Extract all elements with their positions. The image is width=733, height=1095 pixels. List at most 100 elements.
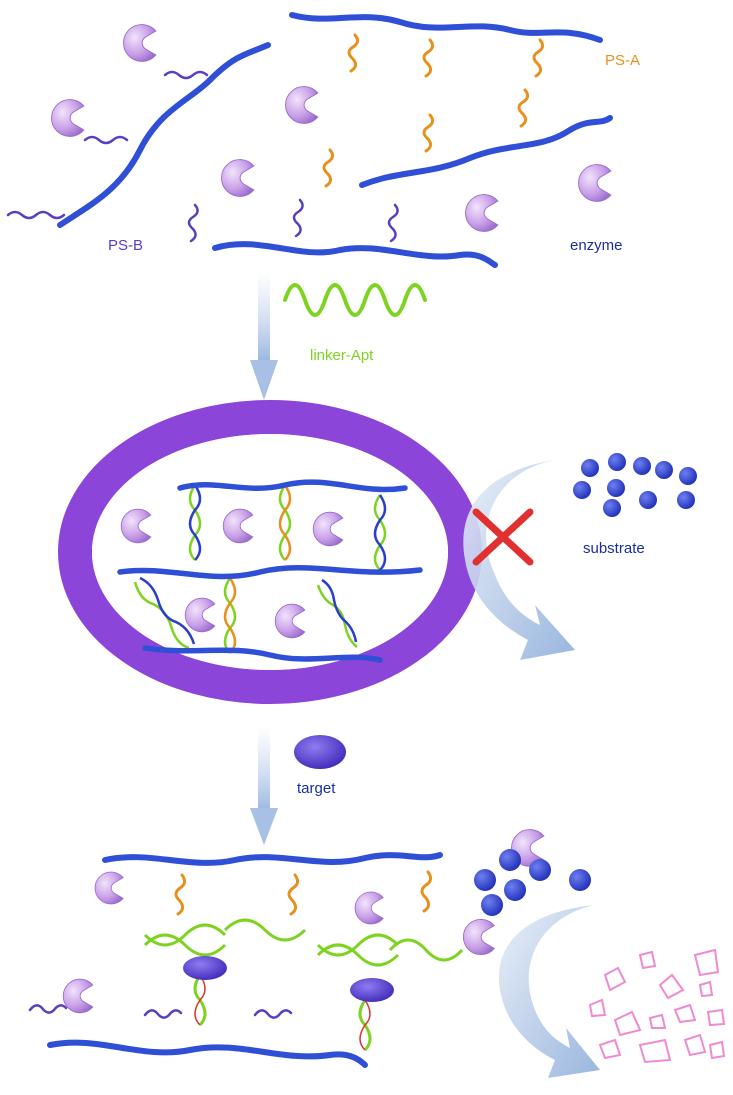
- crosslink-helices: [133, 484, 387, 654]
- polymer-chains: [57, 12, 613, 268]
- product-fragment: [613, 1010, 642, 1037]
- ps-b-strand: [6, 210, 66, 220]
- ps-b-strand: [163, 70, 209, 80]
- product-fragment: [693, 948, 720, 977]
- polymer-chains-middle: [117, 479, 423, 663]
- target-icon: [294, 735, 346, 769]
- linker-apt-icon: [283, 283, 427, 317]
- polymer-chain: [359, 115, 613, 188]
- ps-b-strands-bottom: [28, 1004, 293, 1019]
- polymer-chain: [47, 1039, 368, 1068]
- released-substrate-dots: [474, 849, 591, 916]
- ps-b-label: PS-B: [108, 237, 143, 254]
- substrate-dot: [608, 453, 626, 471]
- ps-b-strand: [83, 135, 129, 145]
- product-fragment: [673, 1003, 697, 1024]
- ps-b-strand: [187, 203, 199, 243]
- enzyme-icon: [123, 24, 157, 62]
- target-label: target: [297, 780, 336, 797]
- substrate-dot: [603, 499, 621, 517]
- ps-a-strand: [174, 873, 187, 916]
- product-fragment: [648, 1013, 667, 1029]
- dna-helix: [133, 576, 196, 650]
- aptamer-target-complex: [143, 918, 307, 1027]
- catalysis-arrow: [498, 905, 600, 1078]
- middle-panel: substrate: [58, 400, 697, 704]
- polymer-chains-bottom: [47, 852, 443, 1068]
- blocked-substrate-arrow: [463, 460, 575, 660]
- enzyme-label: enzyme: [570, 237, 623, 254]
- ps-a-strand: [420, 870, 433, 913]
- enzymes: [51, 24, 612, 232]
- polymer-chain: [177, 479, 408, 493]
- substrate-label: substrate: [583, 540, 645, 557]
- ps-a-strand: [532, 38, 545, 78]
- enzyme-icon: [578, 164, 612, 202]
- substrate-dot: [529, 859, 551, 881]
- polymer-chain: [102, 852, 443, 866]
- product-fragment: [683, 1033, 707, 1057]
- substrate-dot: [504, 879, 526, 901]
- ps-a-strand: [422, 38, 435, 78]
- dna-helix: [316, 578, 358, 648]
- substrate-dot: [481, 894, 503, 916]
- enzyme-icon: [94, 871, 124, 905]
- substrate-dot: [474, 869, 496, 891]
- enzyme-icon: [465, 194, 499, 232]
- enzyme-icon: [221, 159, 255, 197]
- product-fragment: [706, 1008, 726, 1027]
- substrate-dot: [607, 479, 625, 497]
- dna-helix: [223, 577, 237, 654]
- product-fragment: [638, 1038, 672, 1064]
- substrate-dot: [633, 457, 651, 475]
- substrate-dot: [499, 849, 521, 871]
- substrate-dots: [573, 453, 697, 517]
- top-panel: PS-A PS-B enzyme: [6, 12, 640, 268]
- product-fragment: [708, 1040, 726, 1060]
- product-fragment: [658, 973, 685, 1000]
- substrate-dot: [573, 481, 591, 499]
- enzyme-icon: [51, 99, 85, 137]
- process-arrow-1: [250, 270, 278, 400]
- ps-a-strand: [287, 873, 300, 916]
- substrate-dot: [679, 467, 697, 485]
- product-fragment: [603, 966, 627, 992]
- ps-a-label: PS-A: [605, 52, 640, 69]
- enzyme-icon: [285, 86, 319, 124]
- ps-a-strands-bottom: [174, 870, 433, 916]
- ps-a-strand: [322, 148, 335, 188]
- process-arrow-2: [250, 725, 278, 845]
- ps-b-strand: [143, 1009, 183, 1019]
- polymer-chain: [117, 565, 423, 580]
- enzyme-icon: [462, 918, 495, 956]
- ps-b-strand: [253, 1009, 293, 1019]
- substrate-dot: [581, 459, 599, 477]
- product-fragment: [698, 980, 714, 998]
- dna-helix: [373, 494, 387, 571]
- dna-helix: [278, 484, 292, 561]
- target-icon: [350, 978, 394, 1002]
- ps-b-strands: [6, 70, 399, 243]
- product-fragment: [638, 950, 657, 970]
- product-fragments: [588, 948, 726, 1064]
- ps-a-strands: [322, 33, 545, 188]
- substrate-dot: [569, 869, 591, 891]
- dna-helix: [188, 484, 202, 561]
- ps-b-strand: [28, 1004, 68, 1014]
- target-icon: [183, 956, 227, 980]
- ps-a-strand: [347, 33, 360, 73]
- aptamer-target-complex: [316, 933, 464, 1052]
- block-x-icon: [472, 508, 534, 566]
- bottom-panel: [28, 829, 726, 1078]
- polymer-chain: [212, 241, 498, 268]
- polymer-chain: [142, 645, 383, 663]
- ps-a-strand: [422, 113, 435, 153]
- enzyme-icon: [62, 978, 94, 1014]
- substrate-dot: [677, 491, 695, 509]
- polymer-chain: [57, 42, 271, 228]
- ps-b-strand: [292, 198, 304, 238]
- enzyme-icon: [354, 891, 384, 925]
- ps-b-strand: [387, 203, 399, 243]
- substrate-dot: [655, 461, 673, 479]
